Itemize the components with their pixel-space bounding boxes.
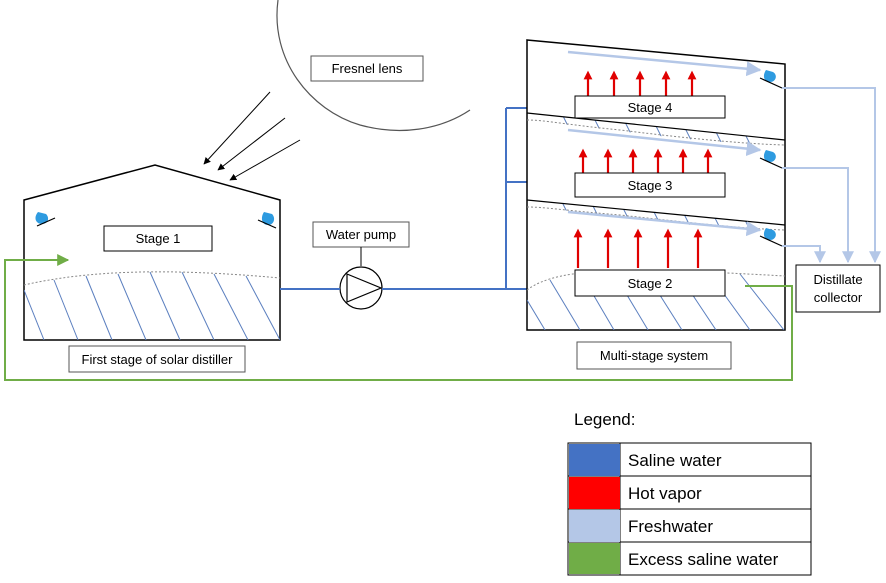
water-pump-label-box (312, 221, 410, 248)
legend-title: Legend: (574, 410, 635, 429)
freshwater-line-stage4 (782, 87, 881, 264)
stage3-water-surface (526, 206, 786, 231)
droplet-gutter (257, 219, 277, 229)
droplet-icon (261, 212, 275, 225)
stage1-water-hatching (24, 271, 280, 340)
freshwater-line-stage3 (782, 167, 854, 264)
first-stage-caption: First stage of solar distiller (82, 352, 234, 367)
stage-1-label: Stage 1 (136, 231, 181, 246)
legend-swatch-saline-water (569, 444, 620, 476)
stage1-water-surface (23, 271, 281, 286)
stage2-water-hatching (527, 270, 785, 330)
droplet-gutter (759, 235, 783, 247)
condensate-arrow (567, 50, 762, 77)
hot-vapor-arrows-stage2 (573, 228, 703, 268)
droplet-gutter (36, 217, 56, 227)
legend-label-hot-vapor: Hot vapor (628, 484, 702, 503)
legend-swatch-excess-saline-water (569, 543, 620, 574)
freshwater-line-stage2 (782, 245, 826, 264)
stage-2-box (574, 269, 726, 297)
hot-vapor-arrows-stage3 (578, 148, 713, 173)
droplet-icon (35, 212, 49, 224)
legend-label-excess-saline-water: Excess saline water (628, 550, 779, 569)
legend-label-saline-water: Saline water (628, 451, 722, 470)
hot-vapor-arrows-stage4 (583, 70, 697, 96)
legend-swatch-hot-vapor (569, 477, 620, 509)
sun-ray (203, 91, 271, 165)
legend-swatch-freshwater (569, 510, 620, 542)
droplet-icon (763, 228, 776, 240)
stage4-water-surface (526, 119, 786, 146)
fresnel-lens-arc (276, 0, 471, 132)
distillate-collector-label-line1: Distillate (813, 272, 862, 287)
stage-3-label: Stage 3 (628, 178, 673, 193)
stage2-water-surface (526, 269, 786, 291)
droplet-gutter (759, 77, 783, 89)
legend-label-freshwater: Freshwater (628, 517, 713, 536)
stage-4-box (574, 95, 726, 119)
first-stage-housing (23, 164, 281, 341)
droplet-icon (763, 70, 776, 82)
fresnel-lens-label-box (310, 55, 424, 82)
distillate-collector-label-line2: collector (814, 290, 863, 305)
first-stage-caption-box (68, 345, 246, 373)
multi-stage-caption-box (576, 341, 732, 370)
stage-4-label: Stage 4 (628, 100, 673, 115)
stage3-tray (526, 199, 786, 226)
condensate-arrow (567, 210, 762, 237)
excess-saline-return-line (4, 254, 793, 381)
sun-ray (217, 117, 286, 171)
stage4-tray (526, 112, 786, 141)
pump-triangle (346, 273, 383, 303)
droplet-gutter (759, 157, 783, 169)
stage-3-box (574, 172, 726, 198)
sun-ray (229, 139, 301, 181)
water-pump-label: Water pump (326, 227, 396, 242)
distillate-collector-box (795, 264, 881, 313)
fresnel-lens-label: Fresnel lens (332, 61, 403, 76)
droplet-icon (763, 150, 776, 162)
stage-2-label: Stage 2 (628, 276, 673, 291)
condensate-arrow (567, 128, 762, 157)
stage-1-box (103, 225, 213, 252)
multi-stage-caption: Multi-stage system (600, 348, 708, 363)
